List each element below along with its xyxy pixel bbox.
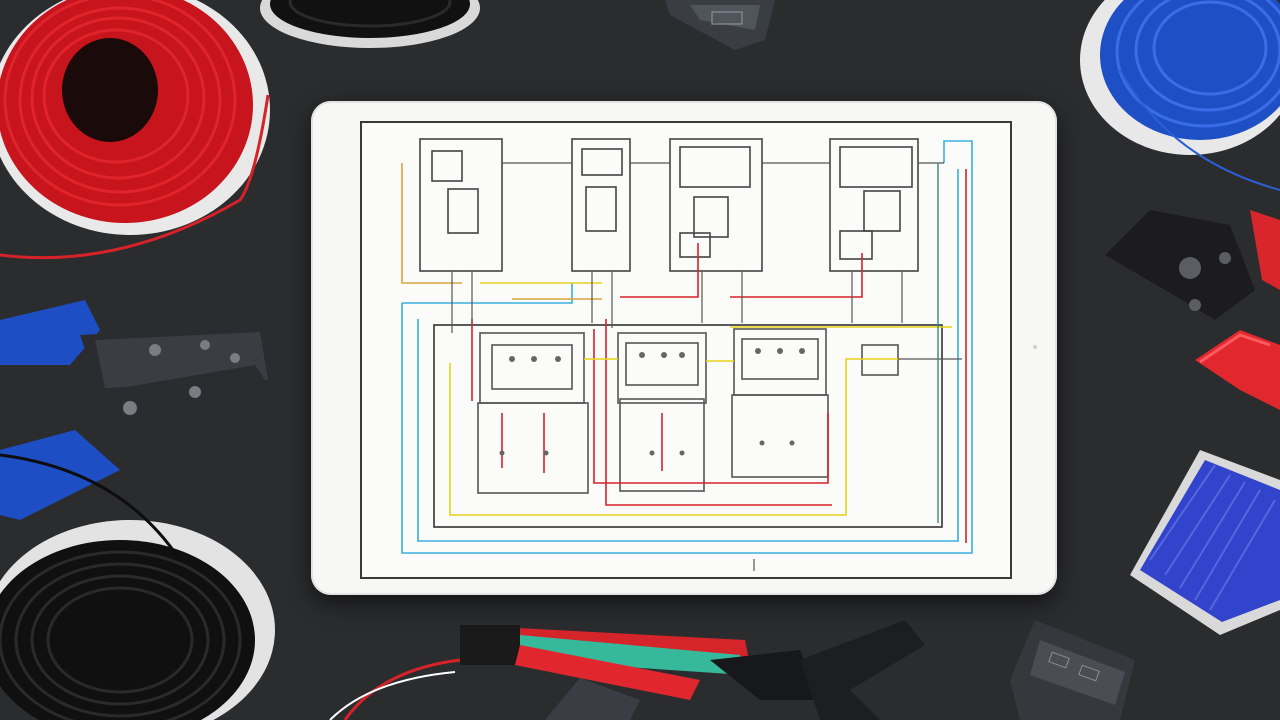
black-wire-spool-icon: [0, 453, 275, 720]
tablet-icon: [311, 101, 1057, 595]
black-wire-spool-icon: [260, 0, 480, 48]
relay-module-icon: [665, 0, 775, 50]
crimping-pliers-icon: [1105, 210, 1280, 410]
tablet-screen: [360, 121, 1012, 579]
tablet-camera: [1033, 345, 1037, 349]
wire-stripper-icon: [0, 300, 278, 520]
blue-wire-spool-icon: [1080, 0, 1280, 191]
relay-module-icon: [545, 678, 640, 720]
relay-module-icon: [1010, 620, 1135, 720]
cutting-pliers-icon: [329, 620, 925, 720]
blue-thread-spool-icon: [1130, 450, 1280, 635]
red-wire-spool-icon: [0, 0, 270, 260]
wiring-diagram-icon: [401, 138, 973, 571]
